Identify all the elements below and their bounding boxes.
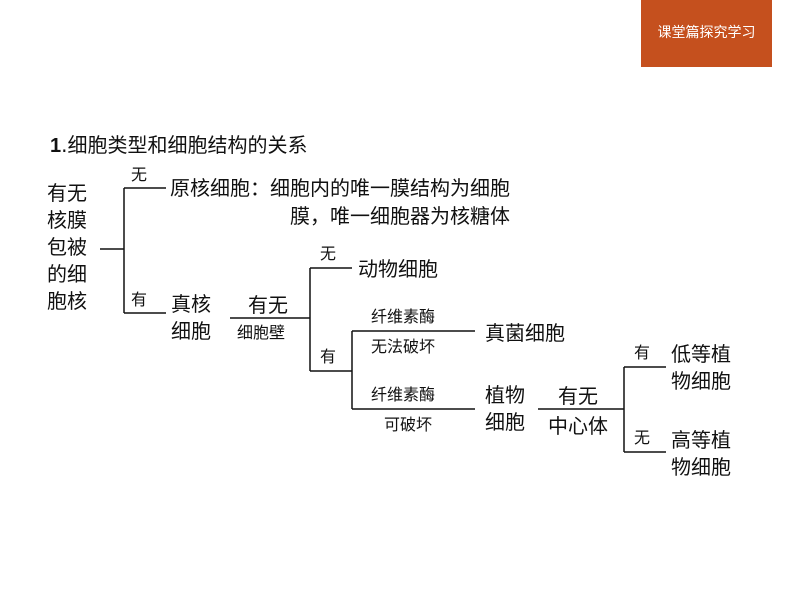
root-line: 包被 [47,235,87,259]
animal-cell: 动物细胞 [358,257,438,281]
branch-label-none: 无 [131,165,148,184]
lower-plant-line: 低等植 [671,342,731,366]
lower-plant-line: 物细胞 [671,369,731,393]
root-line: 的细 [47,262,87,286]
section-title-text: 细胞类型和细胞结构的关系 [67,133,308,157]
centrosome-bottom: 中心体 [548,414,608,438]
wall-label-none: 无 [320,244,337,263]
eukaryote-line: 细胞 [171,319,211,343]
prokaryote-line-1: 原核细胞：细胞内的唯一膜结构为细胞 [170,176,510,200]
root-line: 有无 [47,181,87,205]
fungi-edge-top: 纤维素酶 [371,307,436,326]
higher-plant-cell: 高等植 物细胞 [671,427,731,481]
higher-plant-line: 高等植 [671,428,731,452]
root-line: 胞核 [47,289,87,313]
plant-cell: 植物 细胞 [485,382,525,436]
plant-edge-bottom: 可破坏 [384,415,433,434]
plant-cell-line: 细胞 [485,410,525,434]
cell-wall-bottom: 细胞壁 [237,323,286,342]
root-line: 核膜 [47,208,87,232]
eukaryote-line: 真核 [171,292,211,316]
plant-cell-line: 植物 [485,383,525,407]
section-title: 1.细胞类型和细胞结构的关系 [50,133,308,157]
prokaryote-line-2: 膜，唯一细胞器为核糖体 [290,204,510,228]
cell-wall-top: 有无 [248,293,288,317]
fungi-cell: 真菌细胞 [485,321,565,345]
centrosome-label-none: 无 [634,428,651,447]
wall-label-has: 有 [320,347,337,366]
lower-plant-cell: 低等植 物细胞 [671,341,731,395]
eukaryote-node: 真核 细胞 [171,291,211,345]
branch-label-has: 有 [131,290,148,309]
higher-plant-line: 物细胞 [671,455,731,479]
plant-edge-top: 纤维素酶 [371,385,436,404]
root-node: 有无 核膜 包被 的细 胞核 [47,180,87,315]
centrosome-top: 有无 [558,384,598,408]
section-number: 1 [50,135,62,157]
centrosome-label-has: 有 [634,343,651,362]
section-badge: 课堂篇探究学习 [641,0,772,67]
fungi-edge-bottom: 无法破坏 [371,337,436,356]
